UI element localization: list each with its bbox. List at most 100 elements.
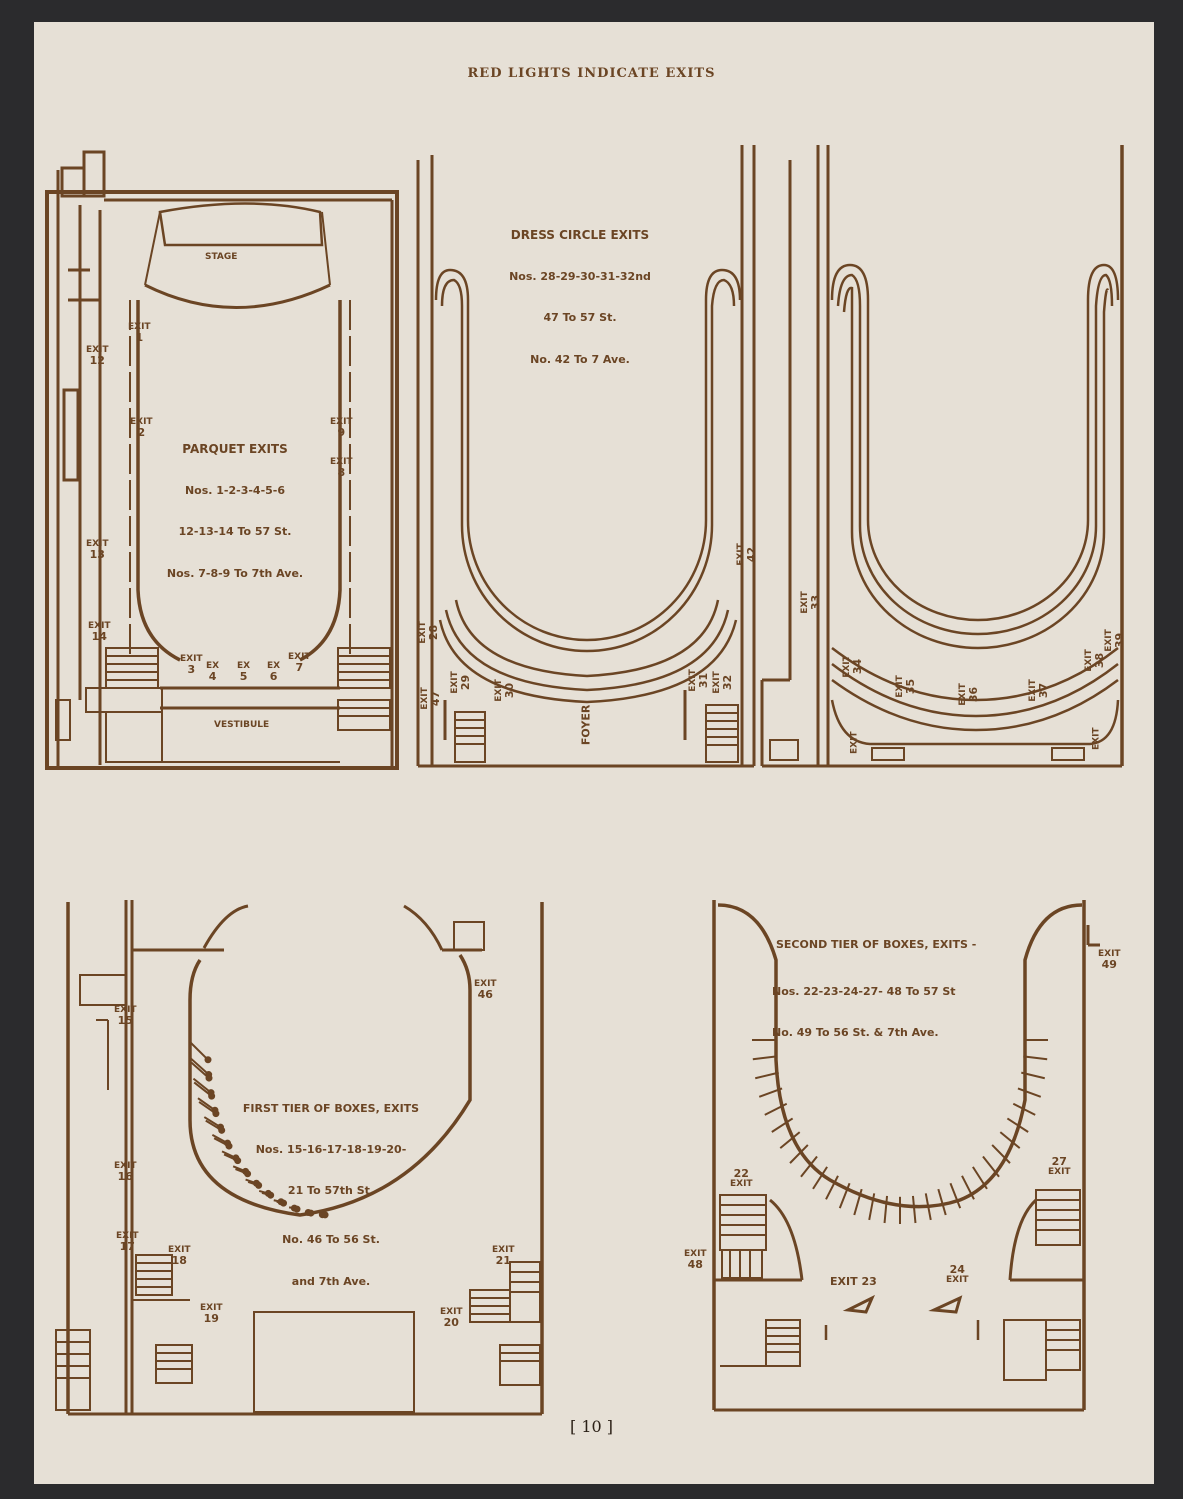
box-seat — [267, 1191, 275, 1199]
parquet-caption: PARQUET EXITS Nos. 1-2-3-4-5-6 12-13-14 … — [150, 414, 320, 594]
first-tier-plan — [55, 900, 544, 1416]
dress-circle-line-3: No. 42 To 7 Ave. — [530, 352, 630, 366]
box-partition — [991, 1144, 1011, 1164]
page-header: RED LIGHTS INDICATE EXITS — [467, 66, 716, 81]
box-partition — [800, 1155, 818, 1178]
box-partition — [789, 1144, 809, 1164]
box-partition — [999, 1131, 1021, 1149]
exit-marker: EXIT 23 — [830, 1275, 877, 1288]
exit-marker: EXIT — [1091, 727, 1102, 751]
box-partition — [924, 1193, 932, 1221]
box-partition — [190, 1057, 210, 1076]
dress-circle-caption: DRESS CIRCLE EXITS Nos. 28-29-30-31-32nd… — [490, 200, 670, 380]
box-seat — [244, 1170, 252, 1178]
box-partition — [838, 1182, 851, 1209]
page-number: [ 10 ] — [569, 1417, 613, 1436]
box-seat — [307, 1209, 315, 1217]
box-partition — [189, 1041, 209, 1061]
box-partition — [193, 1081, 213, 1097]
box-seat — [218, 1126, 226, 1134]
box-partition — [853, 1188, 863, 1216]
first-tier-line-3: No. 46 To 56 St. — [282, 1233, 380, 1247]
box-partition — [1023, 1055, 1048, 1061]
parquet-title: PARQUET EXITS — [182, 441, 288, 456]
box-partition — [982, 1155, 1000, 1178]
box-seat — [205, 1074, 213, 1082]
box-partition — [190, 1061, 210, 1079]
box-partition — [779, 1131, 801, 1149]
box-seat — [204, 1056, 212, 1064]
stage-label: STAGE — [205, 252, 238, 262]
box-partition — [758, 1087, 783, 1098]
first-tier-title: FIRST TIER OF BOXES, EXITS — [242, 1101, 420, 1115]
box-partition — [972, 1166, 988, 1190]
program-page — [34, 22, 1154, 1484]
box-partition — [812, 1166, 828, 1190]
box-partition — [868, 1193, 876, 1221]
box-seat — [280, 1199, 288, 1207]
box-partition — [937, 1188, 947, 1216]
first-tier-line-2: 21 To 57th St. — [287, 1184, 375, 1197]
parquet-line-1: Nos. 1-2-3-4-5-6 — [184, 484, 286, 497]
box-partition — [911, 1195, 917, 1224]
box-partition — [825, 1175, 839, 1200]
second-tier-line-2: No. 49 To 56 St. & 7th Ave. — [772, 1026, 939, 1039]
box-seat — [208, 1092, 216, 1100]
first-tier-caption: FIRST TIER OF BOXES, EXITS Nos. 15-16-17… — [236, 1074, 426, 1302]
first-tier-line-1: Nos. 15-16-17-18-19-20- — [255, 1142, 407, 1156]
box-seat — [225, 1142, 233, 1150]
parquet-line-3: Nos. 7-8-9 To 7th Ave. — [166, 566, 304, 580]
box-partition — [1012, 1102, 1036, 1116]
box-partition — [192, 1077, 212, 1094]
box-partition — [883, 1195, 889, 1224]
box-seat — [321, 1211, 329, 1219]
box-seat — [234, 1157, 242, 1165]
second-tier-plan — [712, 900, 1100, 1412]
dress-circle-title: DRESS CIRCLE EXITS — [510, 227, 650, 242]
second-tier-title: SECOND TIER OF BOXES, EXITS - — [776, 937, 977, 951]
box-seat — [255, 1181, 263, 1189]
box-partition — [771, 1117, 794, 1133]
box-partition — [754, 1071, 779, 1080]
box-partition — [1017, 1087, 1042, 1098]
box-partition — [949, 1182, 962, 1209]
vestibule-label: VESTIBULE — [214, 720, 270, 730]
box-partition — [1006, 1117, 1029, 1133]
dress-circle-line-2: 47 To 57 St. — [543, 311, 617, 325]
exit-marker: EXIT — [849, 731, 860, 755]
second-tier-caption: SECOND TIER OF BOXES, EXITS - Nos. 22-23… — [772, 910, 1042, 1054]
